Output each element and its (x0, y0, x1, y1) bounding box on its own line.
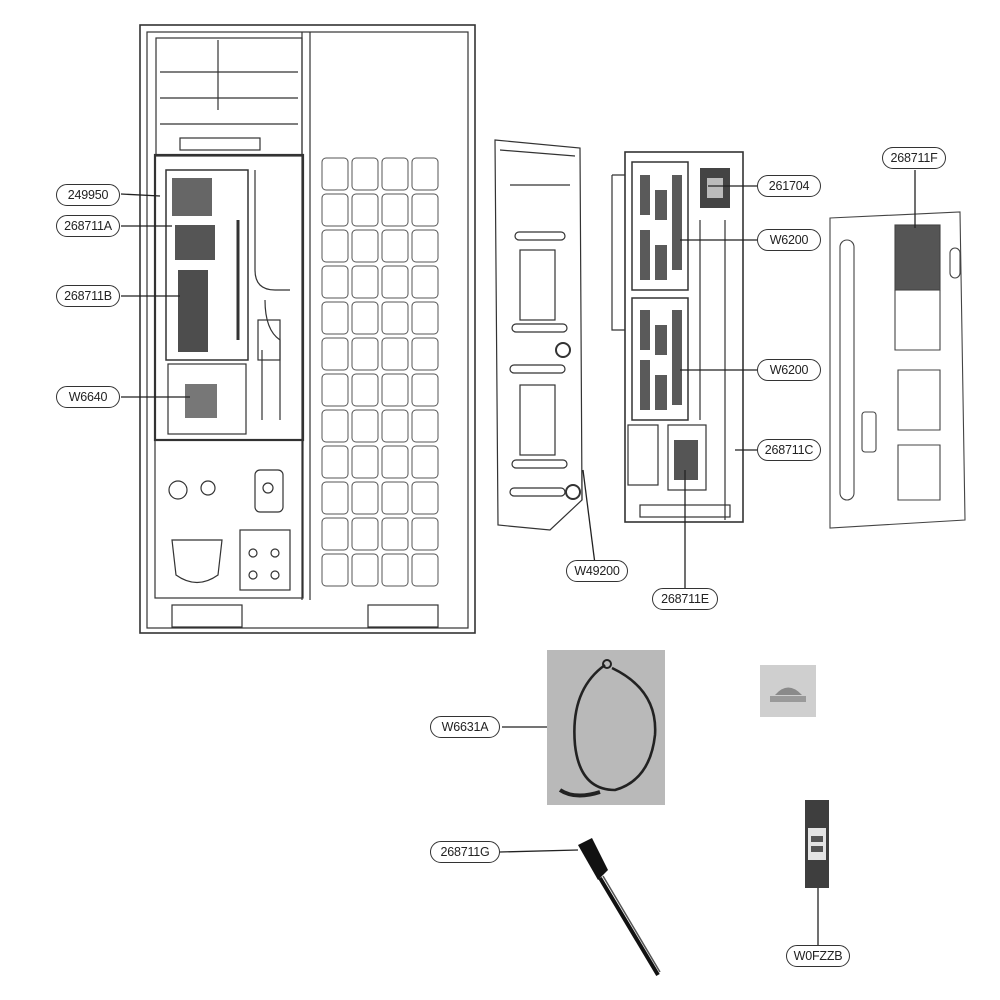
heat-exchanger-grid (321, 157, 439, 587)
callout-w6640: W6640 (56, 386, 120, 408)
coil-cell (381, 481, 409, 515)
cover-plate-drawing (829, 211, 966, 529)
coil-cell (321, 481, 349, 515)
callout-w6200-bottom: W6200 (757, 359, 821, 381)
side-panel-drawing (494, 139, 583, 531)
callout-268711g: 268711G (430, 841, 500, 863)
coil-cell (321, 193, 349, 227)
coil-cell (321, 373, 349, 407)
coil-cell (351, 517, 379, 551)
coil-cell (411, 157, 439, 191)
coil-cell (321, 445, 349, 479)
coil-cell (381, 517, 409, 551)
callout-w6200-top: W6200 (757, 229, 821, 251)
coil-cell (411, 517, 439, 551)
leader-lines (120, 170, 916, 945)
coil-cell (411, 229, 439, 263)
coil-cell (411, 373, 439, 407)
coil-cell (321, 229, 349, 263)
coil-cell (381, 193, 409, 227)
coil-cell (321, 553, 349, 587)
coil-cell (411, 193, 439, 227)
coil-cell (381, 373, 409, 407)
coil-cell (351, 193, 379, 227)
coil-cell (351, 445, 379, 479)
coil-cell (381, 337, 409, 371)
coil-cell (351, 265, 379, 299)
pcb-detail (640, 175, 682, 410)
coil-cell (411, 337, 439, 371)
callout-268711a: 268711A (56, 215, 120, 237)
coil-cell (381, 445, 409, 479)
coil-cell (381, 301, 409, 335)
coil-cell (351, 409, 379, 443)
coil-cell (321, 409, 349, 443)
callout-249950: 249950 (56, 184, 120, 206)
callout-268711b: 268711B (56, 285, 120, 307)
coil-cell (321, 265, 349, 299)
coil-cell (411, 265, 439, 299)
coil-cell (411, 301, 439, 335)
coil-cell (351, 337, 379, 371)
outdoor-unit-drawing (139, 24, 476, 634)
coil-cell (351, 553, 379, 587)
coil-cell (321, 517, 349, 551)
coil-cell (351, 157, 379, 191)
coil-cell (411, 553, 439, 587)
coil-cell (321, 301, 349, 335)
callout-w49200: W49200 (566, 560, 628, 582)
coil-cell (321, 157, 349, 191)
wire-harness-photo (547, 650, 665, 805)
callout-268711e: 268711E (652, 588, 718, 610)
coil-cell (351, 481, 379, 515)
coil-cell (381, 157, 409, 191)
coil-cell (381, 553, 409, 587)
coil-cell (351, 301, 379, 335)
temperature-sensor-photo (578, 838, 661, 977)
fuse-photo (805, 800, 829, 888)
coil-cell (411, 409, 439, 443)
coil-cell (381, 265, 409, 299)
callout-w6631a: W6631A (430, 716, 500, 738)
callout-268711c: 268711C (757, 439, 821, 461)
coil-cell (321, 337, 349, 371)
coil-cell (381, 409, 409, 443)
coil-cell (381, 229, 409, 263)
callout-268711f: 268711F (882, 147, 946, 169)
callout-w0fzzb: W0FZZB (786, 945, 850, 967)
coil-cell (411, 481, 439, 515)
coil-cell (411, 445, 439, 479)
control-box-drawing (611, 151, 744, 523)
clip-photo (760, 665, 816, 717)
coil-cell (351, 373, 379, 407)
coil-cell (351, 229, 379, 263)
callout-261704: 261704 (757, 175, 821, 197)
